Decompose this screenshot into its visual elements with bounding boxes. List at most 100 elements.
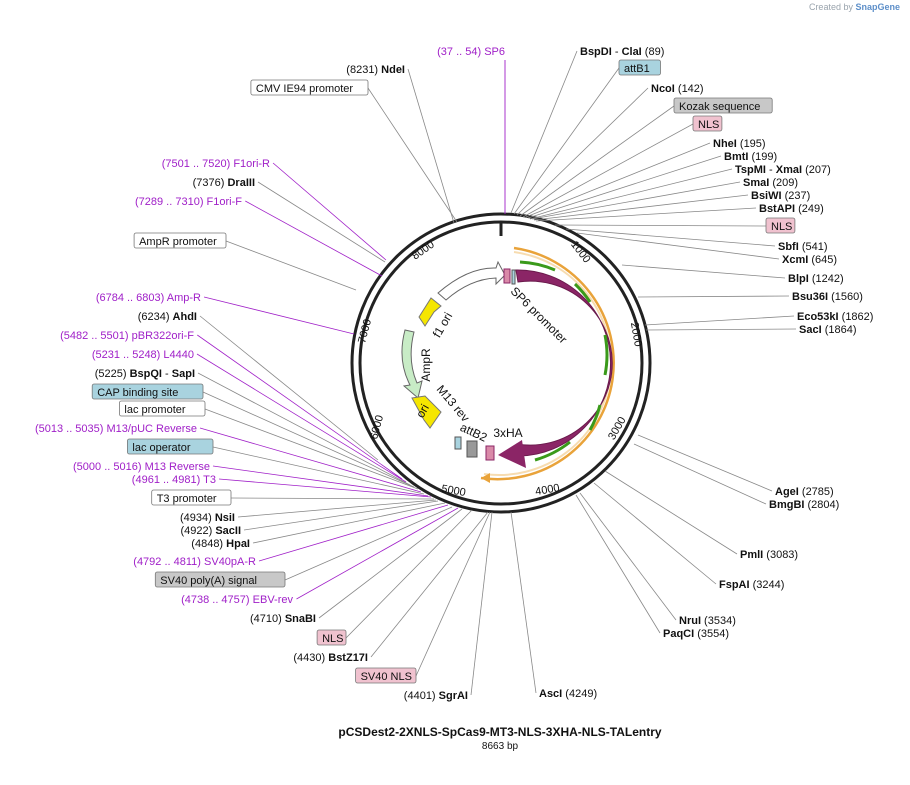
- site-label-nls1: NLS: [692, 115, 723, 132]
- site-label-amprprom: AmpR promoter: [133, 232, 227, 249]
- enzyme-label: BstAPI (249): [759, 203, 824, 215]
- site-label-pmli: PmlI (3083): [740, 549, 798, 561]
- enzyme-position: (645): [808, 254, 837, 266]
- enzyme-label: (8231) NdeI: [346, 64, 405, 76]
- enzyme-name: SbfI: [778, 241, 799, 253]
- site-label-t3prom: T3 promoter: [151, 489, 232, 506]
- site-label-sv40par: (4792 .. 4811) SV40pA-R: [133, 556, 256, 568]
- site-label-blpi: BlpI (1242): [788, 273, 844, 285]
- site-label-cap: CAP binding site: [91, 383, 204, 400]
- site-label-sacii: (4922) SacII: [180, 525, 241, 537]
- feature-name: CMV IE94 promoter: [256, 83, 354, 95]
- feature-box: [250, 79, 369, 96]
- primer-label: (5000 .. 5016) M13 Reverse: [73, 461, 210, 473]
- leader-line: [533, 194, 749, 221]
- inner-feature-label: SP6 promoter: [508, 284, 570, 346]
- leader-line: [513, 67, 620, 215]
- enzyme-position: (6234): [138, 311, 173, 323]
- primer-name: M13/pUC Reverse: [107, 423, 197, 435]
- enzyme-name: NruI: [679, 615, 701, 627]
- feature-name: attB1: [624, 63, 650, 75]
- enzyme-sep: -: [162, 368, 172, 380]
- leader-line: [318, 508, 463, 619]
- enzyme-label: (4922) SacII: [180, 525, 241, 537]
- leader-line: [407, 68, 455, 224]
- cas9-orf-arc-shadow: [483, 251, 612, 476]
- site-label-bsiwi: BsiWI (237): [751, 190, 810, 202]
- feature-small-1: [454, 436, 462, 450]
- enzyme-name: NheI: [713, 138, 737, 150]
- leader-line: [575, 494, 661, 634]
- leader-line: [470, 511, 493, 696]
- feature-box: [673, 97, 773, 114]
- leader-line: [576, 232, 780, 260]
- site-label-eco53ki: Eco53kI (1862): [797, 311, 873, 323]
- enzyme-label: PaqCI (3554): [663, 628, 729, 640]
- site-label-t3: (4961 .. 4981) T3: [132, 474, 216, 486]
- enzyme-label: SmaI (209): [743, 177, 798, 189]
- site-label-nhei: NheI (195): [713, 138, 766, 150]
- site-label-saci: SacI (1864): [799, 324, 857, 336]
- enzyme-position: (1864): [822, 324, 857, 336]
- enzyme-position: (199): [748, 151, 777, 163]
- primer-name: F1ori-R: [233, 158, 270, 170]
- site-label-paqci: PaqCI (3554): [663, 628, 729, 640]
- leader-line: [415, 511, 491, 677]
- enzyme-position: (249): [795, 203, 824, 215]
- enzyme-label: (4430) BstZ17I: [293, 652, 368, 664]
- feature-box: [119, 400, 206, 417]
- leader-line: [204, 408, 419, 490]
- leader-line: [252, 502, 446, 544]
- site-label-bstz17i: (4430) BstZ17I: [293, 652, 368, 664]
- primer-position: (5231 .. 5248): [92, 349, 164, 361]
- primer-name: T3: [203, 474, 216, 486]
- feature-box: [154, 571, 286, 588]
- enzyme-label: (4401) SgrAI: [404, 690, 468, 702]
- leader-line: [272, 162, 387, 261]
- leader-line: [367, 87, 458, 223]
- enzyme-name: SacI: [799, 324, 822, 336]
- plasmid-size: 8663 bp: [481, 741, 519, 752]
- site-label-kozak: Kozak sequence: [673, 97, 773, 114]
- primer-label: (7501 .. 7520) F1ori-R: [162, 158, 270, 170]
- primer-position: (5482 .. 5501): [60, 330, 132, 342]
- feature-name: SV40 poly(A) signal: [160, 575, 257, 587]
- enzyme-label: NheI (195): [713, 138, 766, 150]
- snapgene-credit: Created by SnapGene: [809, 2, 900, 12]
- site-label-f1orif: (7289 .. 7310) F1ori-F: [135, 196, 242, 208]
- green-orf-3: [603, 334, 609, 376]
- enzyme-label: NcoI (142): [651, 83, 704, 95]
- leader-line: [604, 470, 738, 555]
- site-label-asci: AscI (4249): [539, 688, 597, 700]
- enzyme-position: (1242): [809, 273, 844, 285]
- primer-label: (4961 .. 4981) T3: [132, 474, 216, 486]
- backbone-outer: [350, 212, 652, 514]
- enzyme-name: BspQI: [130, 368, 162, 380]
- primer-label: (37 .. 54) SP6: [437, 46, 505, 58]
- feature-small-3: [511, 269, 516, 285]
- enzyme-name: BmgBI: [769, 499, 804, 511]
- enzyme-name: NsiI: [215, 512, 235, 524]
- enzyme-position: (8231): [346, 64, 381, 76]
- ring-tick-label: 4000: [534, 482, 560, 498]
- enzyme-label: (7376) DraIII: [193, 177, 255, 189]
- primer-name: SV40pA-R: [204, 556, 256, 568]
- enzyme-position: (3554): [694, 628, 729, 640]
- leader-line: [554, 224, 767, 227]
- feature-name: NLS: [771, 221, 792, 233]
- enzyme-position: (207): [802, 164, 831, 176]
- enzyme-name: XcmI: [782, 254, 808, 266]
- site-label-pbr322: (5482 .. 5501) pBR322ori-F: [60, 330, 194, 342]
- enzyme-position: (1862): [839, 311, 874, 323]
- site-label-smai: SmaI (209): [743, 177, 798, 189]
- enzyme-position: (541): [799, 241, 828, 253]
- enzyme-label: BmgBI (2804): [769, 499, 839, 511]
- enzyme-position: (4401): [404, 690, 439, 702]
- primer-label: (4738 .. 4757) EBV-rev: [181, 594, 293, 606]
- feature-box: [765, 217, 796, 234]
- site-label-m13puc: (5013 .. 5035) M13/pUC Reverse: [35, 423, 197, 435]
- site-label-sbfi: SbfI (541): [778, 241, 828, 253]
- leader-line: [237, 499, 437, 518]
